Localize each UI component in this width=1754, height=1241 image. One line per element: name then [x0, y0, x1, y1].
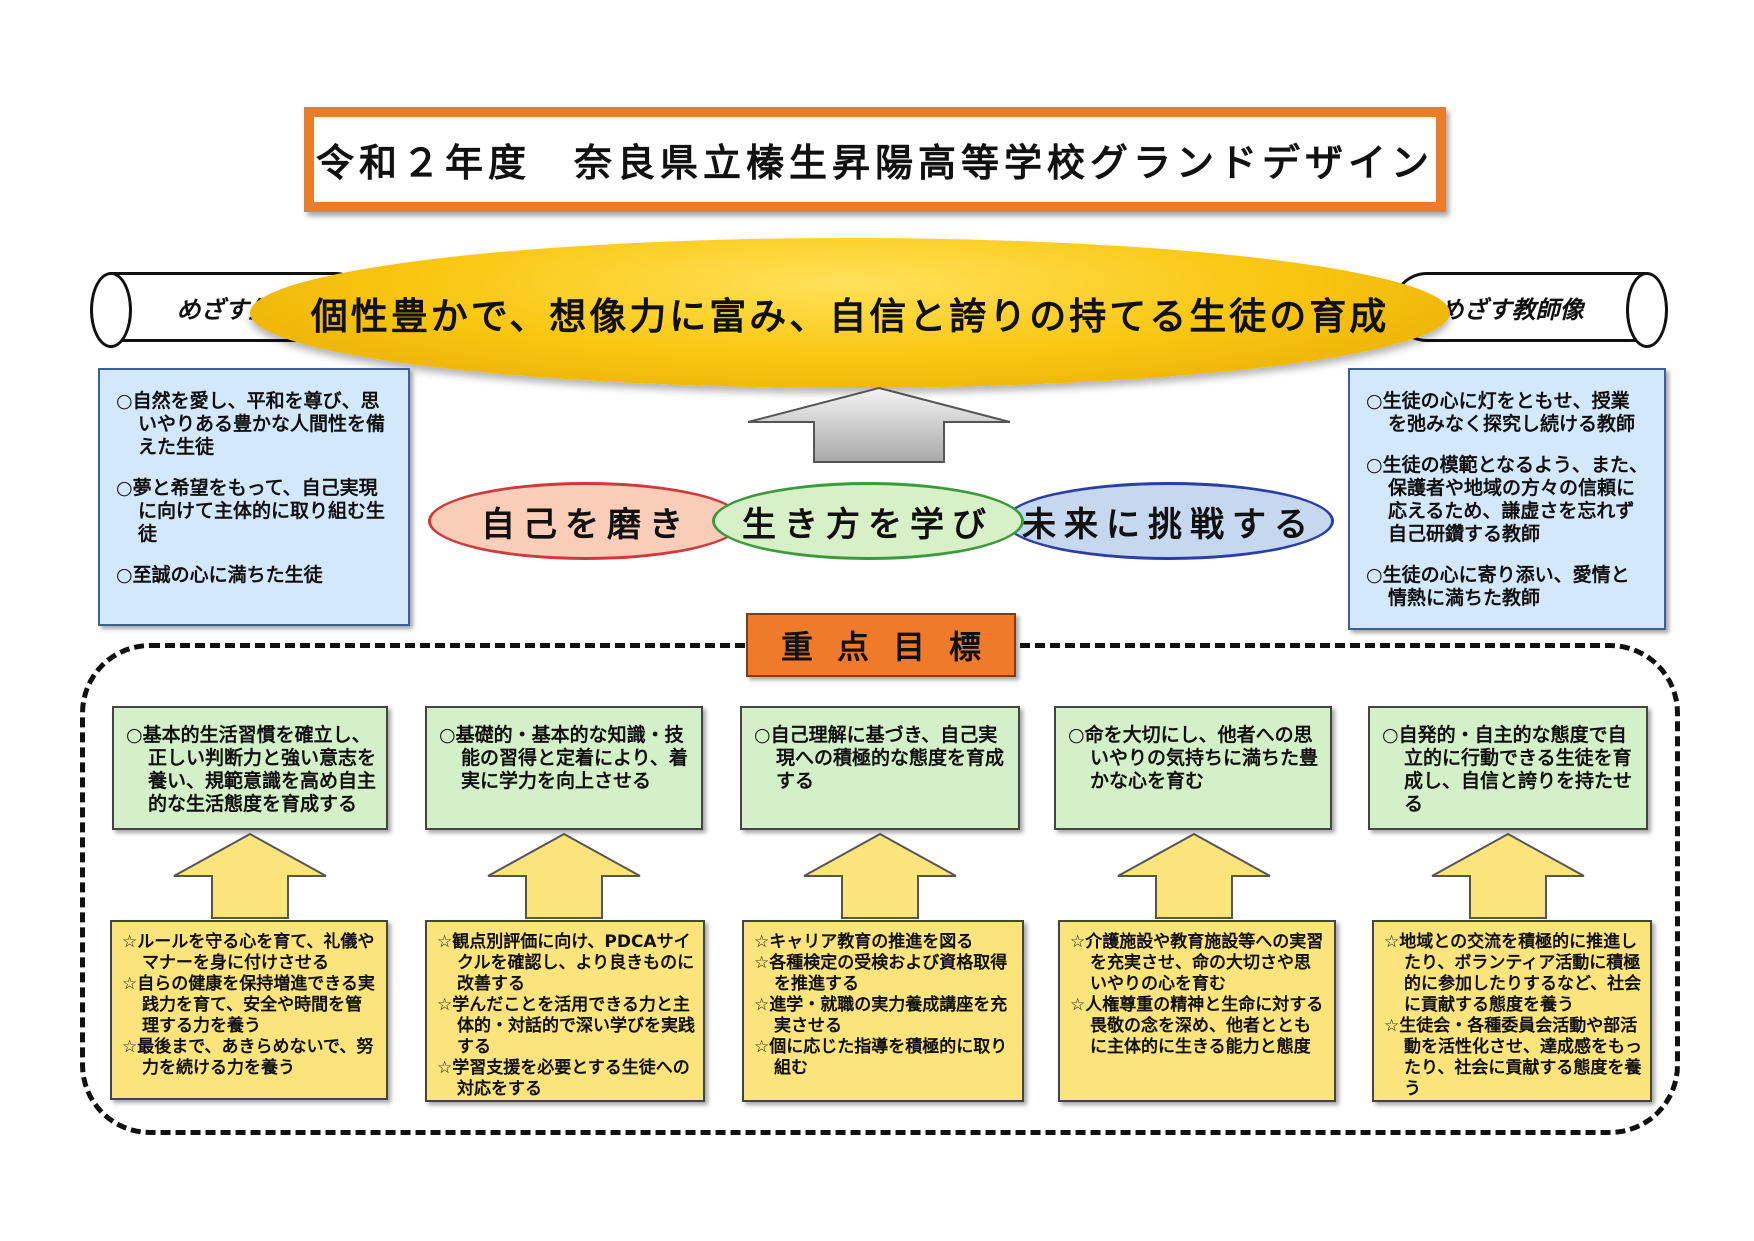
action-item: ☆人権尊重の精神と生命に対する畏敬の念を深め、他者とともに主体的に生きる能力と態… — [1070, 995, 1324, 1057]
goal-box: ○自己理解に基づき、自己実現への積極的な態度を育成する — [740, 706, 1020, 830]
action-item: ☆観点別評価に向け、PDCAサイクルを確認し、より良きものに改善する — [437, 932, 695, 994]
pillar-way-of-life: 生き方を学び — [712, 482, 1024, 560]
up-arrow-icon — [1117, 832, 1271, 919]
action-item: ☆ルールを守る心を育て、礼儀やマナーを身に付けさせる — [122, 932, 375, 973]
up-arrow-icon — [173, 832, 327, 919]
teacher-ideal-box: ○生徒の心に灯をともせ、授業を弛みなく探究し続ける教師 ○生徒の模範となるよう、… — [1348, 368, 1666, 630]
action-item: ☆最後まで、あきらめないで、努力を続ける力を養う — [122, 1037, 374, 1078]
up-arrow-icon — [487, 832, 641, 919]
up-arrow-icon — [803, 832, 957, 919]
teacher-ideal-label-text: めざす教師像 — [1439, 295, 1584, 324]
pillar-future-challenge: 未来に挑戦する — [1004, 482, 1334, 560]
pillar-label: 生き方を学び — [742, 504, 994, 545]
title-frame: 令和２年度 奈良県立榛生昇陽高等学校グランドデザイン — [304, 107, 1446, 212]
student-ideal-item: ○至誠の心に満ちた生徒 — [116, 564, 323, 586]
goal-text: ○自己理解に基づき、自己実現への積極的な態度を育成する — [754, 724, 1005, 792]
goal-text: ○基本的生活習慣を確立し、正しい判断力と強い意志を養い、規範意識を高め自主的な生… — [126, 724, 377, 815]
scroll-curl-left — [90, 272, 132, 348]
scroll-curl-right — [1626, 272, 1668, 348]
student-ideal-item: ○自然を愛し、平和を尊び、思いやりある豊かな人間性を備えた生徒 — [116, 390, 386, 458]
student-ideal-box: ○自然を愛し、平和を尊び、思いやりある豊かな人間性を備えた生徒 ○夢と希望をもっ… — [98, 368, 410, 626]
goal-box: ○自発的・自主的な態度で自立的に行動できる生徒を育成し、自信と誇りを持たせる — [1368, 706, 1648, 830]
teacher-ideal-item: ○生徒の心に灯をともせ、授業を弛みなく探究し続ける教師 — [1366, 390, 1636, 435]
action-item: ☆自らの健康を保持増進できる実践力を育て、安全や時間を管理する力を養う — [122, 974, 375, 1036]
action-item: ☆各種検定の受検および資格取得を推進する — [754, 953, 1008, 994]
action-item: ☆学習支援を必要とする生徒への対応をする — [437, 1058, 690, 1099]
action-box: ☆キャリア教育の推進を図る ☆各種検定の受検および資格取得を推進する ☆進学・就… — [742, 920, 1024, 1102]
action-item: ☆地域との交流を積極的に推進したり、ボランティア活動に積極的に参加したりするなど… — [1384, 932, 1642, 1015]
goal-text: ○基礎的・基本的な知識・技能の習得と定着により、着実に学力を向上させる — [439, 724, 688, 792]
vision-text: 個性豊かで、想像力に富み、自信と誇りの持てる生徒の育成 — [310, 294, 1390, 338]
goal-text: ○自発的・自主的な態度で自立的に行動できる生徒を育成し、自信と誇りを持たせる — [1382, 724, 1633, 815]
action-item: ☆個に応じた指導を積極的に取り組む — [754, 1037, 1008, 1078]
pillar-self-improvement: 自己を磨き — [428, 482, 744, 560]
teacher-ideal-item: ○生徒の模範となるよう、また、保護者や地域の方々の信頼に応えるため、謙虚さを忘れ… — [1366, 454, 1649, 545]
up-arrow-icon — [1431, 832, 1585, 919]
action-item: ☆学んだことを活用できる力と主体的・対話的で深い学びを実践する — [437, 995, 695, 1057]
goal-box: ○命を大切にし、他者への思いやりの気持ちに満ちた豊かな心を育む — [1054, 706, 1332, 830]
action-item: ☆介護施設や教育施設等への実習を充実させ、命の大切さや思いやりの心を育む — [1070, 932, 1324, 994]
action-box: ☆地域との交流を積極的に推進したり、ボランティア活動に積極的に参加したりするなど… — [1372, 920, 1652, 1102]
page-title: 令和２年度 奈良県立榛生昇陽高等学校グランドデザイン — [315, 140, 1434, 185]
priority-goals-label-text: 重点目標 — [780, 628, 1005, 666]
action-box: ☆観点別評価に向け、PDCAサイクルを確認し、より良きものに改善する ☆学んだこ… — [425, 920, 705, 1102]
vision-ellipse: 個性豊かで、想像力に富み、自信と誇りの持てる生徒の育成 — [250, 238, 1450, 388]
teacher-ideal-item: ○生徒の心に寄り添い、愛情と情熱に満ちた教師 — [1366, 564, 1630, 609]
up-arrow-icon — [747, 386, 1011, 463]
goal-box: ○基本的生活習慣を確立し、正しい判断力と強い意志を養い、規範意識を高め自主的な生… — [112, 706, 388, 830]
pillar-label: 未来に挑戦する — [1022, 504, 1316, 545]
title-inner: 令和２年度 奈良県立榛生昇陽高等学校グランドデザイン — [314, 117, 1436, 202]
goal-box: ○基礎的・基本的な知識・技能の習得と定着により、着実に学力を向上させる — [425, 706, 703, 830]
pillar-label: 自己を磨き — [481, 504, 691, 545]
action-item: ☆進学・就職の実力養成講座を充実させる — [754, 995, 1008, 1036]
action-item: ☆キャリア教育の推進を図る — [754, 932, 974, 952]
student-ideal-item: ○夢と希望をもって、自己実現に向けて主体的に取り組む生徒 — [116, 477, 386, 545]
goal-text: ○命を大切にし、他者への思いやりの気持ちに満ちた豊かな心を育む — [1068, 724, 1319, 792]
action-box: ☆ルールを守る心を育て、礼儀やマナーを身に付けさせる ☆自らの健康を保持増進でき… — [110, 920, 388, 1100]
action-item: ☆生徒会・各種委員会活動や部活動を活性化させ、達成感をもったり、社会に貢献する態… — [1384, 1016, 1642, 1099]
action-box: ☆介護施設や教育施設等への実習を充実させ、命の大切さや思いやりの心を育む ☆人権… — [1058, 920, 1336, 1102]
priority-goals-label: 重点目標 — [746, 613, 1016, 677]
